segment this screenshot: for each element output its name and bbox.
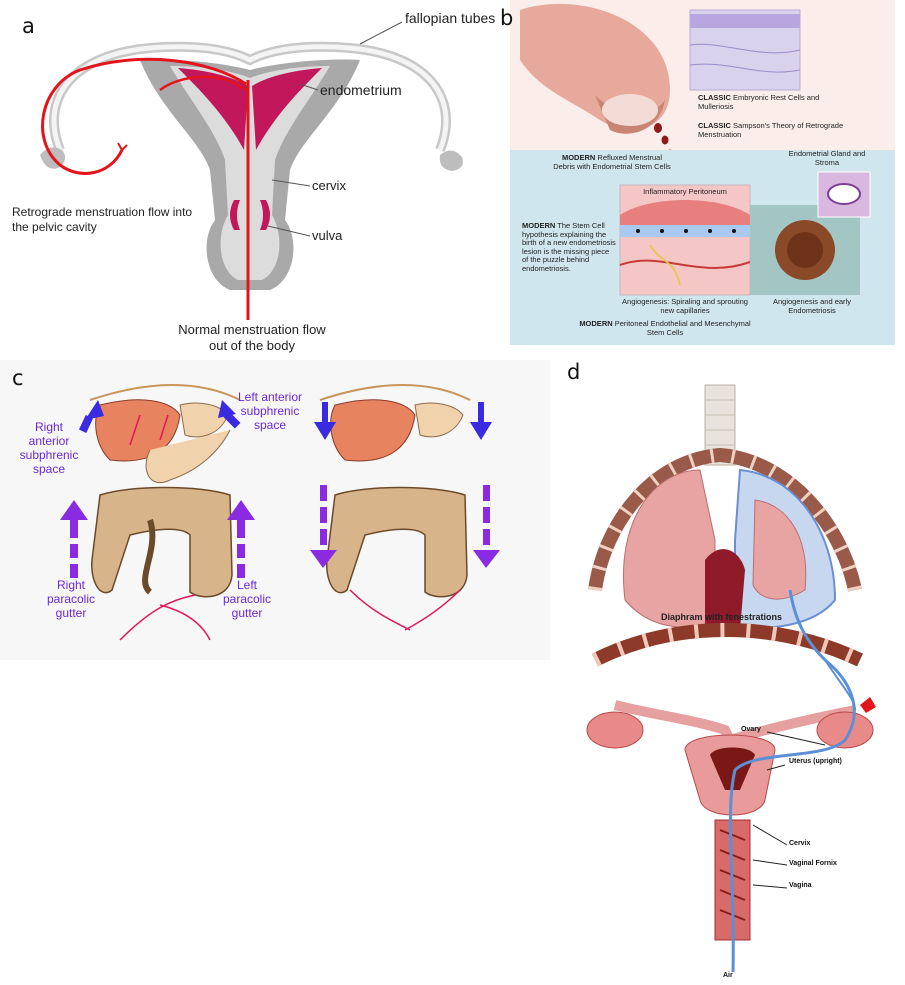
left-anterior-subphrenic-label: Left anterior subphrenic space [235,390,305,432]
inflammatory-peritoneum-label: Inflammatory Peritoneum [630,188,740,197]
modern-stem-cell-text: MODERN The Stem Cell hypothesis explaini… [522,222,617,273]
normal-flow-line2: out of the body [142,338,362,354]
normal-flow-line1: Normal menstruation flow [142,322,362,338]
right-anterior-subphrenic-label: Right anterior subphrenic space [14,420,84,476]
modern-bold-3: MODERN [579,319,612,328]
modern-text-3: Peritoneal Endothelial and Mesenchymal S… [615,319,751,337]
cervix-label: cervix [312,178,346,193]
modern-text-2: The Stem Cell hypothesis explaining the … [522,221,616,273]
uterus-diagram [0,0,500,360]
fallopian-tubes-label: fallopian tubes [405,10,495,26]
vaginal-fornix-label: Vaginal Fornix [789,860,837,867]
ovary-label: Ovary [741,726,761,733]
uterus-label: Uterus (upright) [789,758,842,765]
panel-c-label: c [12,366,24,390]
endometrium-label: endometrium [320,82,402,98]
modern-refluxed-text: MODERN Refluxed Menstrual Debris with En… [552,154,672,171]
angiogenesis-early-label: Angiogenesis and early Endometriosis [762,298,862,315]
diaphragm-label: Diaphram with fenestrations [661,612,782,622]
panel-a-retrograde-menstruation: a fallopian tubes endometrium cervix vul… [0,0,500,360]
panel-d-thoracic-endometriosis: d Diaphram with fenestrations Ovary Uter… [555,360,905,985]
modern-peritoneal-text: MODERN Peritoneal Endothelial and Mesenc… [575,320,755,337]
right-paracolic-gutter-label: Right paracolic gutter [36,578,106,620]
retrograde-flow-label: Retrograde menstruation flow into the pe… [12,205,202,235]
vulva-label: vulva [312,228,342,243]
angiogenesis-spiraling-label: Angiogenesis: Spiraling and sprouting ne… [620,298,750,315]
panel-a-label: a [22,14,35,38]
left-paracolic-gutter-label: Left paracolic gutter [212,578,282,620]
classic-sampson-text: CLASSIC Sampson's Theory of Retrograde M… [698,122,848,139]
normal-flow-label: Normal menstruation flow out of the body [142,322,362,354]
thorax-pelvis-diagram [555,360,905,985]
panel-d-label: d [567,360,580,384]
panel-b-endometriosis-theories: b CLASSIC Embryonic Rest Cells and Mulle… [500,0,905,355]
classic-embryonic-text: CLASSIC Embryonic Rest Cells and Mulleri… [698,94,828,111]
panel-b-label: b [500,6,513,30]
gland-stroma-label: Endometrial Gland and Stroma [782,150,872,167]
vagina-label: Vagina [789,882,812,889]
air-label: Air [723,972,733,979]
panel-c-peritoneal-flow: c Right anterior subphrenic space Left a… [0,360,550,660]
cervix-label-d: Cervix [789,840,810,847]
